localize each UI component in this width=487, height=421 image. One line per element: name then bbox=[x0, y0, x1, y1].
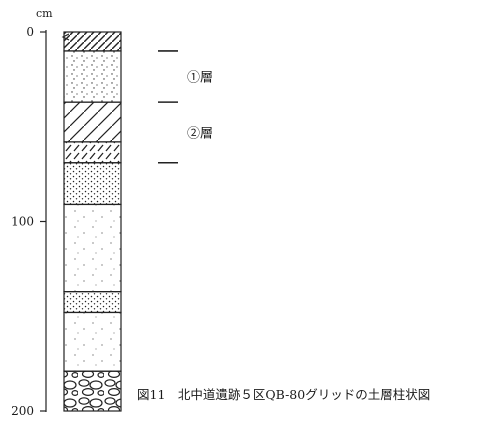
layer-label: ②層 bbox=[187, 126, 213, 141]
soil-layer-1 bbox=[63, 31, 122, 52]
soil-layer-4 bbox=[63, 141, 122, 164]
axis-ticks: 0 100 200 bbox=[11, 25, 46, 418]
soil-layer-7 bbox=[63, 291, 122, 314]
axis-tick-label: 0 bbox=[26, 25, 34, 39]
axis-unit-label: cm bbox=[36, 7, 53, 20]
layer-markers: ①層 ②層 bbox=[158, 50, 213, 164]
soil-layer-5 bbox=[63, 162, 122, 206]
soil-layer-6 bbox=[63, 203, 122, 293]
axis-tick-label: 200 bbox=[11, 404, 34, 418]
soil-column bbox=[63, 31, 122, 412]
figure-caption: 図11 北中道遺跡５区QB-80グリッドの土層柱状図 bbox=[137, 387, 430, 402]
soil-layer-9 bbox=[63, 370, 122, 412]
soil-layer-3 bbox=[63, 101, 122, 143]
axis-tick-label: 100 bbox=[11, 215, 34, 229]
soil-layer-2 bbox=[63, 50, 122, 103]
depth-axis: cm 0 100 200 bbox=[11, 7, 53, 418]
soil-layer-8 bbox=[63, 311, 122, 372]
layer-label: ①層 bbox=[187, 71, 213, 86]
surface-arrow bbox=[61, 33, 70, 41]
